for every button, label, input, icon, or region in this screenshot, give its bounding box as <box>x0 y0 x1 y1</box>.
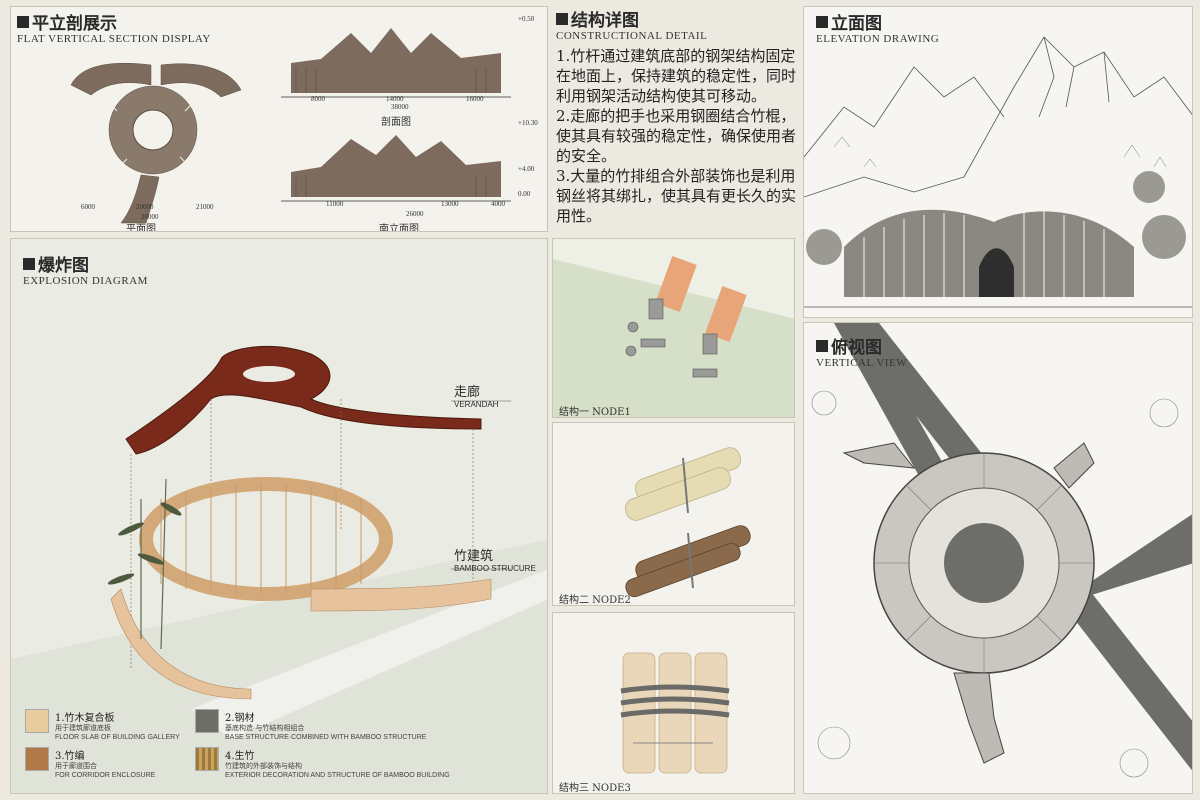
level-1: +0.50 <box>518 15 535 23</box>
elevation-title: 立面图 <box>816 9 939 34</box>
vertical-subtitle: VERTICAL VIEW <box>816 357 908 369</box>
section-dim-1: 8000 <box>311 95 325 103</box>
south-dim-4: 4000 <box>491 200 505 208</box>
detail-title: 结构详图 <box>556 6 800 31</box>
plan-dim-1: 6000 <box>81 203 95 211</box>
plan-title: 平立剖展示 <box>17 9 211 34</box>
section-dim-3: 16000 <box>466 95 484 103</box>
south-elevation-drawing <box>281 135 511 202</box>
legend-swatch-1 <box>25 709 49 733</box>
south-dim-1: 11000 <box>326 200 344 208</box>
legend-swatch-2 <box>195 709 219 733</box>
south-caption: 南立面图 <box>379 224 419 232</box>
level-4: 0.00 <box>518 190 531 198</box>
level-2: +10.30 <box>518 119 538 127</box>
vertical-title: 俯视图 <box>816 333 907 358</box>
section-dim-2: 14000 <box>386 95 404 103</box>
node3-label: 结构三 NODE3 <box>559 783 631 794</box>
detail-paragraph-1: 1.竹杆通过建筑底部的钢架结构固定在地面上，保持建筑的稳定性，同时利用钢架活动结… <box>556 47 797 105</box>
level-3: +4.00 <box>518 165 535 173</box>
elevation-drawing <box>804 36 1192 308</box>
node3-panel: 结构三 NODE3 <box>552 612 795 794</box>
vertical-view-drawing <box>811 323 1192 778</box>
south-dim-3: 13000 <box>441 200 459 208</box>
explosion-subtitle: EXPLOSION DIAGRAM <box>23 275 148 287</box>
section-drawing <box>281 28 511 98</box>
plan-subtitle: FLAT VERTICAL SECTION DISPLAY <box>17 33 211 45</box>
explosion-title: 爆炸图 <box>23 251 148 276</box>
vertical-view-panel: 俯视图 VERTICAL VIEW <box>803 322 1193 794</box>
legend-swatch-4 <box>195 747 219 771</box>
detail-paragraph-2: 2.走廊的把手也采用钢圈结合竹棍，使其具有较强的稳定性，确保使用者的安全。 <box>556 107 797 165</box>
explosion-panel: 爆炸图 EXPLOSION DIAGRAM <box>10 238 548 794</box>
node2-drawing <box>624 447 751 598</box>
south-dim-2: 26000 <box>406 210 424 218</box>
section-caption: 剖面图 <box>381 117 411 128</box>
node2-label: 结构二 NODE2 <box>559 595 631 606</box>
node3-drawing <box>620 652 730 774</box>
detail-paragraph-3: 3.大量的竹排组合外部装饰也是利用钢丝将其绑扎，使其具有更长久的实用性。 <box>556 167 797 225</box>
plan-section-panel: 平立剖展示 FLAT VERTICAL SECTION DISPLAY 平面图 … <box>10 6 548 232</box>
legend-swatch-3 <box>25 747 49 771</box>
detail-panel: 结构详图 CONSTRUCTIONAL DETAIL 1.竹杆通过建筑底部的钢架… <box>556 6 800 232</box>
plan-caption: 平面图 <box>126 224 156 232</box>
detail-subtitle: CONSTRUCTIONAL DETAIL <box>556 30 708 42</box>
elevation-subtitle: ELEVATION DRAWING <box>816 33 940 45</box>
verandah-label: 走廊 VERANDAH <box>454 385 499 409</box>
node1-label: 结构一 NODE1 <box>559 407 631 418</box>
node1-drawing <box>553 256 794 417</box>
plan-drawing <box>70 62 242 224</box>
elevation-panel: 立面图 ELEVATION DRAWING <box>803 6 1193 318</box>
plan-dim-3: 21000 <box>196 203 214 211</box>
node2-panel: 结构二 NODE2 <box>552 422 795 606</box>
plan-dim-4: 28000 <box>141 213 159 221</box>
bamboo-label: 竹建筑 BAMBOO STRUCURE <box>454 549 536 573</box>
plan-dim-2: 20000 <box>136 203 154 211</box>
section-dim-4: 38000 <box>391 103 409 111</box>
explosion-drawing <box>11 345 547 793</box>
node1-panel: 结构一 NODE1 <box>552 238 795 418</box>
